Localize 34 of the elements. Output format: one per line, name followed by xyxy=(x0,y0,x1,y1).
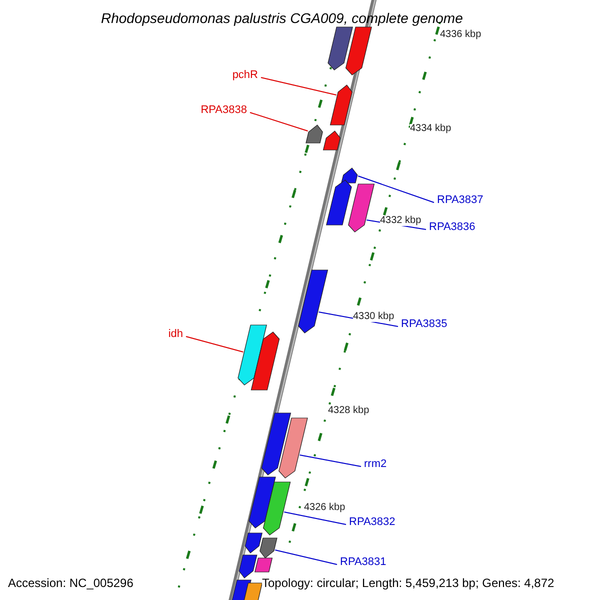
gene-segment xyxy=(238,324,267,386)
leader-line xyxy=(260,77,337,96)
scale-label: 4326 kbp xyxy=(304,503,346,513)
gene-segment xyxy=(298,270,328,334)
gene-label: RPA3835 xyxy=(401,319,448,330)
gene-segment xyxy=(260,538,278,558)
scale-label: 4332 kbp xyxy=(380,216,422,226)
gene-segment xyxy=(278,418,308,478)
leader-line xyxy=(186,336,244,352)
scale-label: 4328 kbp xyxy=(328,406,370,416)
leader-line xyxy=(250,112,308,132)
info-text: Topology: circular; Length: 5,459,213 bp; Genes: 4,872 xyxy=(262,577,554,589)
gene-segment xyxy=(306,124,323,144)
leader-line xyxy=(358,176,434,203)
gene-segment xyxy=(348,184,375,232)
leader-line xyxy=(284,512,346,525)
leader-line xyxy=(299,454,362,467)
gene-label: RPA3832 xyxy=(349,517,396,528)
gene-label: RPA3831 xyxy=(340,557,386,568)
gene-label: RPA3837 xyxy=(437,195,484,206)
scale-label: 4334 kbp xyxy=(410,124,452,134)
info-text: Accession: NC_005296 xyxy=(8,577,134,589)
gene-label: pchR xyxy=(232,70,258,81)
gene-label: rrm2 xyxy=(364,459,387,470)
leader-line xyxy=(274,550,338,565)
scale-label: 4336 kbp xyxy=(440,30,482,40)
diagram-title: Rhodopseudomonas palustris CGA009, complete genome xyxy=(101,11,463,25)
gene-segment xyxy=(341,168,358,184)
gene-label: RPA3836 xyxy=(429,222,476,233)
gene-label: RPA3838 xyxy=(200,105,247,116)
gene-label: idh xyxy=(168,329,183,340)
scale-label: 4330 kbp xyxy=(353,312,394,322)
gene-segment xyxy=(330,84,352,126)
gene-segment xyxy=(262,482,291,536)
